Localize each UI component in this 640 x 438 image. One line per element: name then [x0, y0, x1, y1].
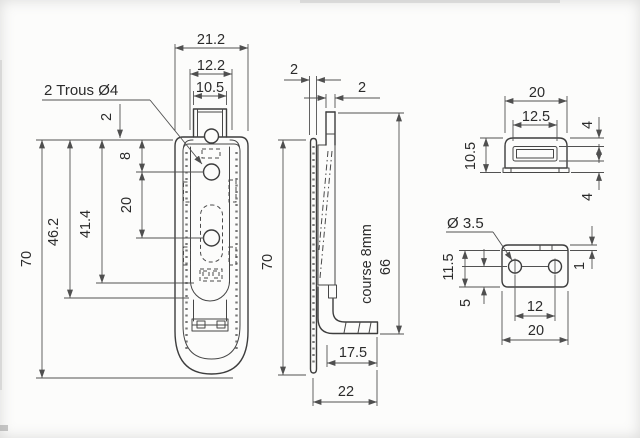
dim-bracket-bottom-to-hole: 5 [458, 299, 474, 307]
keeper-view: 20 12.5 10.5 4 4 [463, 85, 604, 201]
keeper-part-outline [502, 137, 570, 173]
holes-note: 2 Trous Ø4 [44, 82, 118, 99]
front-view: 21.2 12.2 10.5 2 Trous Ø4 2 70 [19, 32, 249, 379]
dim-keeper-top: 4 [580, 121, 596, 129]
dim-front-hole-offset: 8 [118, 152, 134, 160]
dim-side-height-total: 70 [260, 254, 276, 270]
bracket-part-outline [501, 244, 569, 288]
dim-bracket-height: 11.5 [441, 253, 457, 280]
dim-front-46-2: 46.2 [46, 218, 62, 246]
dim-front-width-tongue: 10.5 [196, 80, 224, 96]
dim-keeper-bottom: 4 [580, 193, 596, 201]
scan-artifact-bottom-left [0, 425, 8, 431]
scan-artifact-left [0, 60, 2, 390]
dim-keeper-width: 20 [529, 85, 545, 101]
dim-keeper-height: 10.5 [463, 142, 479, 170]
side-view-part-outline [309, 111, 379, 374]
front-view-dimensions: 21.2 12.2 10.5 2 Trous Ø4 2 70 [19, 32, 249, 379]
dim-front-41-4: 41.4 [78, 210, 94, 238]
mounting-hole-bottom [202, 229, 221, 247]
dim-bracket-hole-spacing: 12 [527, 299, 543, 315]
latch-pin [203, 128, 220, 144]
scan-artifact-top [300, 0, 560, 3]
bracket-hole-note: Ø 3.5 [447, 215, 484, 232]
dim-bracket-lip: 1 [572, 262, 588, 270]
dim-side-plate-thickness: 2 [290, 62, 298, 78]
dim-keeper-slot-width: 12.5 [522, 109, 550, 125]
dim-side-66: 66 [378, 259, 394, 275]
side-view: 2 2 70 course 8mm 66 17.5 [260, 62, 404, 406]
dim-front-width-slot: 12.2 [197, 58, 225, 74]
front-view-part-outline [174, 108, 249, 375]
dim-side-foot-depth: 17.5 [339, 345, 367, 361]
travel-note: course 8mm [359, 224, 375, 304]
bracket-dimensions: Ø 3.5 11.5 5 1 12 [441, 215, 597, 345]
dim-front-height-total: 70 [19, 251, 35, 267]
side-view-dimensions: 2 2 70 course 8mm 66 17.5 [260, 62, 404, 406]
dim-side-tongue-thickness: 2 [358, 80, 366, 96]
keeper-dimensions: 20 12.5 10.5 4 4 [463, 85, 604, 201]
mounting-hole-top [202, 163, 221, 181]
dim-front-top-offset: 2 [99, 113, 115, 121]
dim-side-total-depth: 22 [338, 384, 354, 400]
dim-front-width-outer: 21.2 [197, 32, 225, 48]
bracket-view: Ø 3.5 11.5 5 1 12 [441, 215, 597, 345]
dim-bracket-width: 20 [528, 323, 544, 339]
dim-front-hole-spacing: 20 [119, 197, 135, 213]
